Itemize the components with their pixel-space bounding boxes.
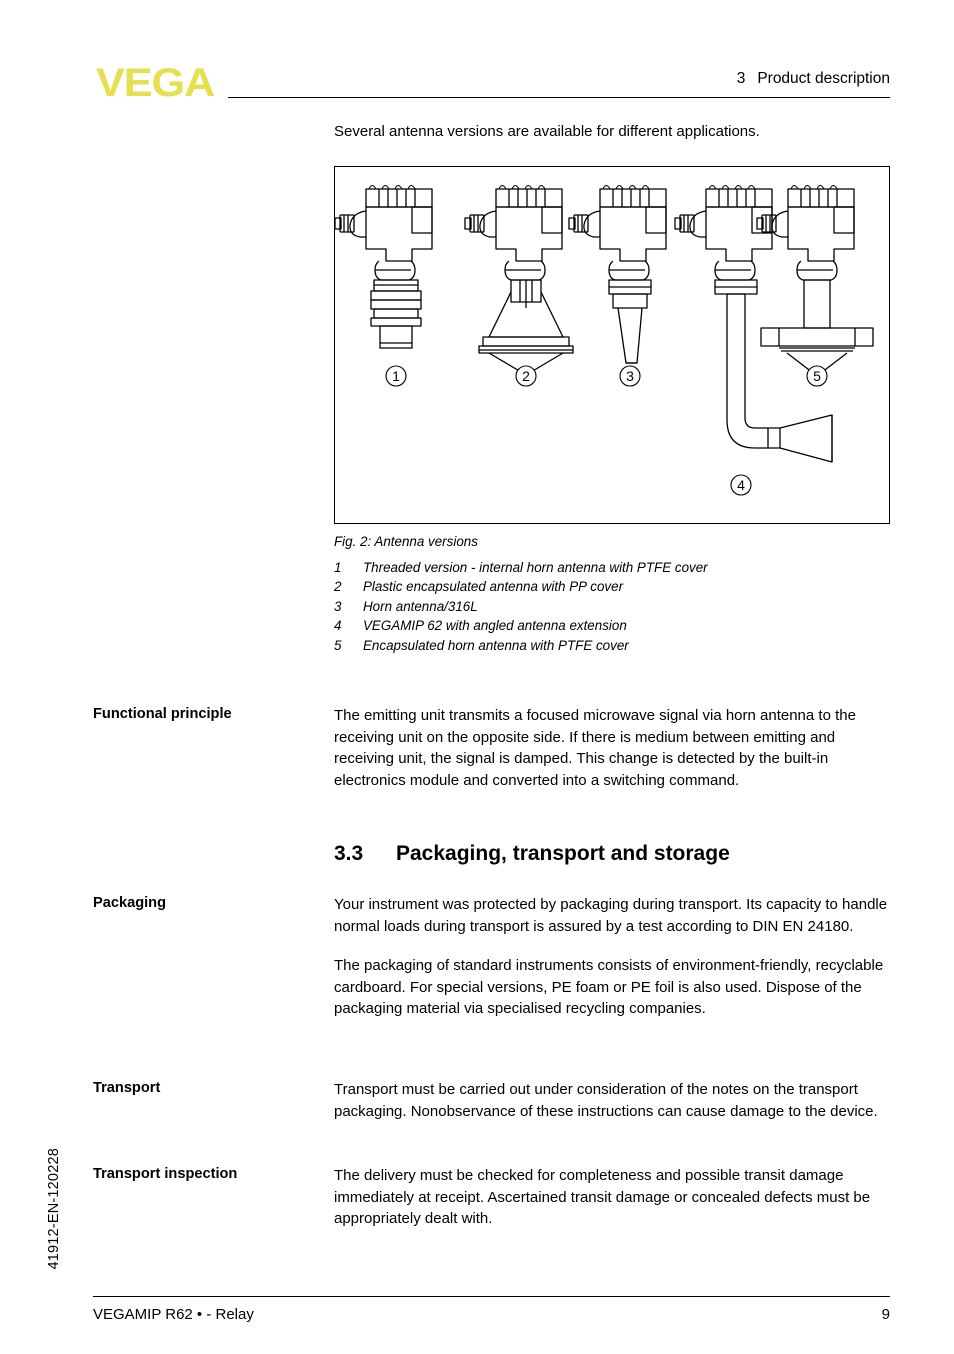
legend-item: 5 Encapsulated horn antenna with PTFE co… bbox=[334, 636, 894, 655]
svg-text:1: 1 bbox=[392, 368, 400, 384]
device-4-drawing bbox=[674, 184, 833, 463]
antenna-versions-figure: 1 bbox=[334, 166, 890, 524]
device-3-drawing bbox=[568, 184, 667, 364]
legend-text: Plastic encapsulated antenna with PP cov… bbox=[363, 579, 624, 595]
legend-index: 3 bbox=[334, 598, 342, 614]
chapter-title: Product description bbox=[757, 70, 890, 87]
section-heading-packaging: 3.3 Packaging, transport and storage bbox=[334, 842, 730, 866]
legend-index: 2 bbox=[334, 579, 342, 595]
device-1-drawing bbox=[335, 184, 433, 349]
text-transport-inspection: The delivery must be checked for complet… bbox=[334, 1165, 890, 1230]
svg-text:3: 3 bbox=[626, 368, 634, 384]
legend-index: 4 bbox=[334, 618, 342, 634]
text-functional-principle: The emitting unit transmits a focused mi… bbox=[334, 705, 890, 791]
chapter-heading: 3 Product description bbox=[737, 70, 890, 88]
text-transport: Transport must be carried out under cons… bbox=[334, 1079, 890, 1122]
legend-item: 1 Threaded version - internal horn anten… bbox=[334, 558, 894, 577]
section-title: Packaging, transport and storage bbox=[396, 842, 730, 865]
antenna-versions-drawing: 1 bbox=[335, 184, 874, 496]
label-functional-principle: Functional principle bbox=[93, 706, 232, 722]
legend-text: Horn antenna/316L bbox=[363, 598, 478, 614]
legend-item: 3 Horn antenna/316L bbox=[334, 597, 894, 616]
vega-logo: VEGA bbox=[96, 61, 215, 105]
device-5-drawing bbox=[756, 184, 874, 377]
legend-index: 1 bbox=[334, 560, 342, 575]
legend-item: 4 VEGAMIP 62 with angled antenna extensi… bbox=[334, 616, 894, 635]
svg-text:4: 4 bbox=[737, 477, 745, 493]
paragraph: Your instrument was protected by packagi… bbox=[334, 896, 888, 935]
svg-text:5: 5 bbox=[813, 368, 821, 384]
legend-text: Threaded version - internal horn antenna… bbox=[363, 560, 708, 575]
footer-divider bbox=[93, 1296, 890, 1297]
device-2-drawing bbox=[464, 184, 574, 376]
paragraph: The packaging of standard instruments co… bbox=[334, 957, 884, 1018]
paragraph: The delivery must be checked for complet… bbox=[334, 1167, 871, 1228]
paragraph: Transport must be carried out under cons… bbox=[334, 1081, 878, 1120]
legend-text: VEGAMIP 62 with angled antenna extension bbox=[363, 618, 627, 634]
footer-product-name: VEGAMIP R62 • - Relay bbox=[93, 1306, 254, 1323]
page-header: VEGA 3 Product description bbox=[0, 0, 954, 110]
text-packaging: Your instrument was protected by packagi… bbox=[334, 894, 890, 1020]
header-divider bbox=[228, 97, 890, 98]
chapter-number: 3 bbox=[736, 70, 746, 87]
document-code: 41912-EN-120228 bbox=[46, 1148, 62, 1270]
paragraph: The emitting unit transmits a focused mi… bbox=[334, 707, 856, 789]
label-transport: Transport bbox=[93, 1080, 161, 1096]
legend-item: 2 Plastic encapsulated antenna with PP c… bbox=[334, 577, 894, 596]
legend-index: 5 bbox=[334, 637, 342, 653]
label-packaging: Packaging bbox=[93, 895, 166, 911]
intro-text: Several antenna versions are available f… bbox=[334, 123, 760, 140]
page-number: 9 bbox=[881, 1306, 890, 1323]
svg-text:2: 2 bbox=[522, 368, 530, 384]
section-number: 3.3 bbox=[334, 842, 364, 865]
legend-text: Encapsulated horn antenna with PTFE cove… bbox=[363, 637, 629, 653]
figure-caption: Fig. 2: Antenna versions bbox=[334, 534, 478, 549]
label-transport-inspection: Transport inspection bbox=[93, 1166, 238, 1182]
intro-paragraph: Several antenna versions are available f… bbox=[334, 121, 890, 143]
figure-legend: 1 Threaded version - internal horn anten… bbox=[334, 558, 894, 655]
